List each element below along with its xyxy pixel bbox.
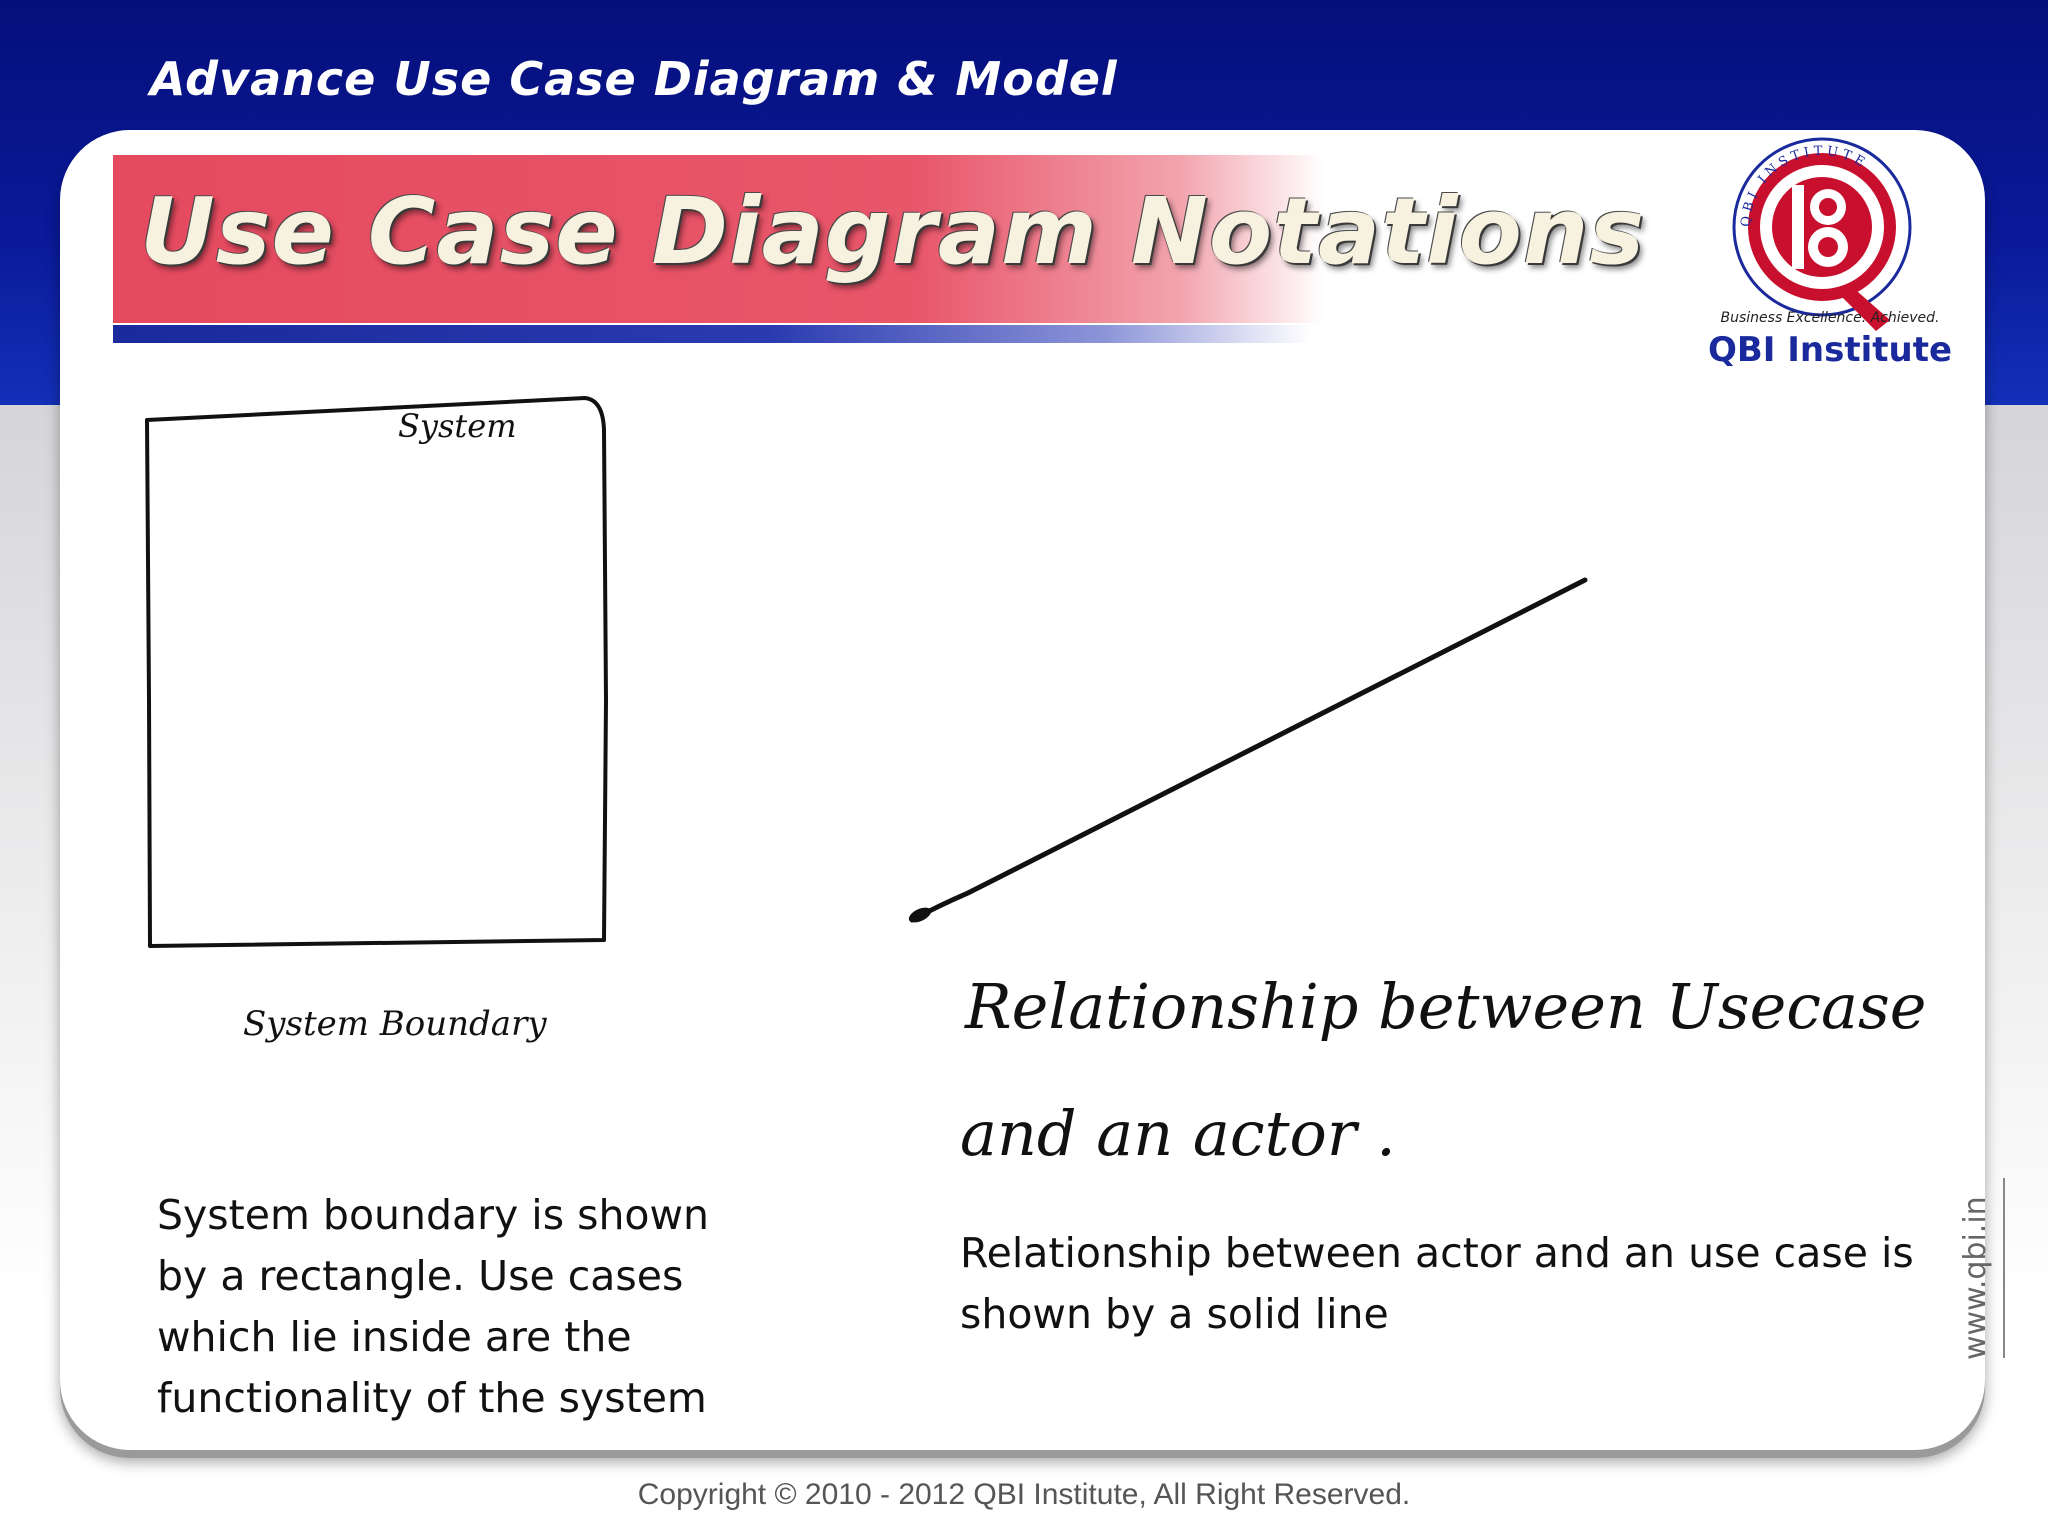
side-divider [2003, 1178, 2005, 1358]
website-link[interactable]: www.qbi.in [1958, 1196, 1993, 1360]
title-underline [113, 325, 1573, 343]
logo-name: QBI Institute [1707, 330, 1953, 370]
qbi-logo: QBI INSTITUTE [1732, 137, 1912, 331]
relationship-caption: Relationship between actor and an use ca… [960, 1229, 1914, 1338]
course-title: Advance Use Case Diagram & Model [150, 52, 1118, 106]
boundary-caption: System boundary is shown by a rectangle.… [157, 1191, 710, 1422]
copyright-footer: Copyright © 2010 - 2012 QBI Institute, A… [637, 1478, 1411, 1511]
slide-title: Use Case Diagram Notations [140, 178, 1646, 285]
logo-tagline: Business Excellence. Achieved. [1720, 310, 1940, 326]
title-banner [113, 155, 1573, 323]
